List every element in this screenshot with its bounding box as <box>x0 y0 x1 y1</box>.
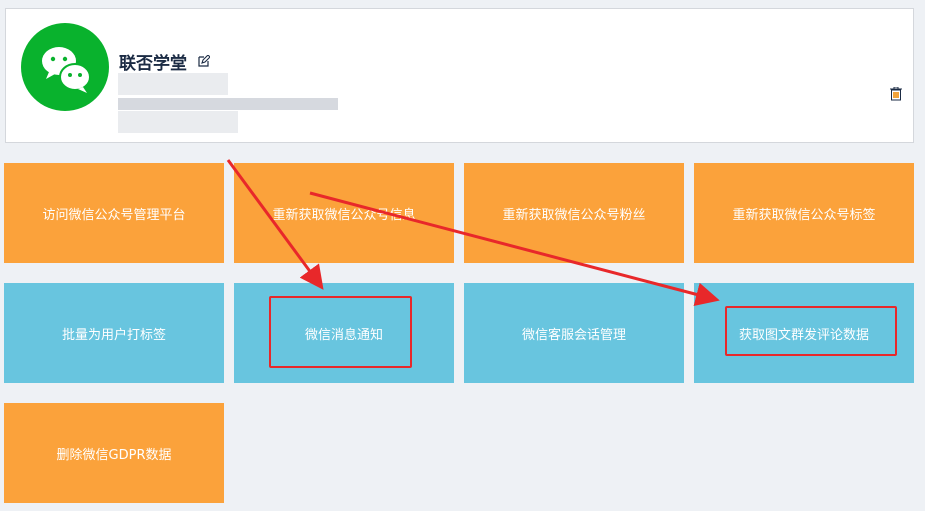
wechat-logo-icon <box>21 23 109 111</box>
tile-visit-platform[interactable]: 访问微信公众号管理平台 <box>4 163 224 263</box>
edit-icon[interactable] <box>198 55 210 67</box>
account-name: 联否学堂 <box>119 54 187 74</box>
account-card: 联否学堂 <box>5 8 914 143</box>
highlight-box <box>269 296 412 368</box>
tile-customer-service[interactable]: 微信客服会话管理 <box>464 283 684 383</box>
tile-article-comments[interactable]: 获取图文群发评论数据 <box>694 283 914 383</box>
tile-refresh-info[interactable]: 重新获取微信公众号信息 <box>234 163 454 263</box>
tile-batch-tag[interactable]: 批量为用户打标签 <box>4 283 224 383</box>
highlight-box <box>725 306 897 356</box>
delete-icon[interactable] <box>890 87 902 101</box>
tile-delete-gdpr[interactable]: 删除微信GDPR数据 <box>4 403 224 503</box>
blurred-account-info <box>118 73 338 135</box>
tile-refresh-fans[interactable]: 重新获取微信公众号粉丝 <box>464 163 684 263</box>
tile-refresh-tags[interactable]: 重新获取微信公众号标签 <box>694 163 914 263</box>
